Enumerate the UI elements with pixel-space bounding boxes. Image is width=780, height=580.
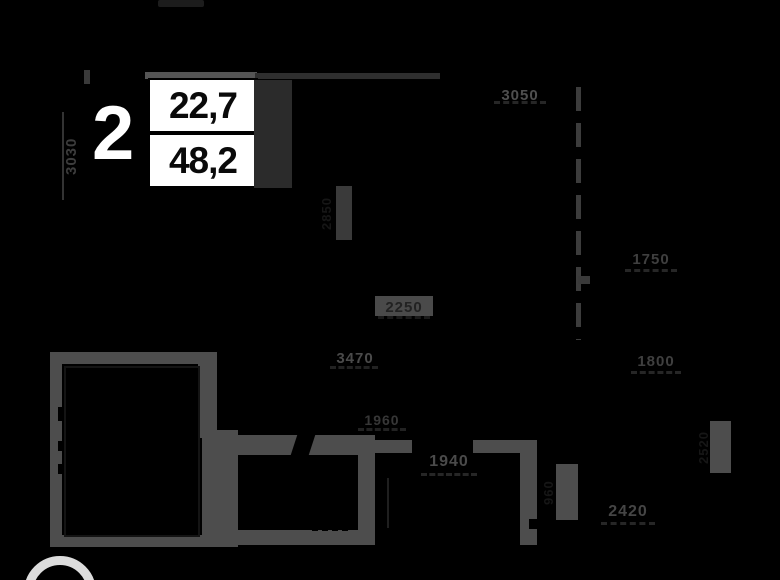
- dimension-band: 2250: [375, 296, 433, 316]
- dimension-label-hall-width: 2250: [385, 299, 423, 316]
- dimension-dash-right-upper: [625, 269, 677, 272]
- top-wall-corner-tick: [84, 70, 90, 84]
- hall-wall-segment-a: [375, 440, 412, 453]
- dimension-dash-right-lower: [631, 371, 681, 374]
- room-wall-left: [50, 352, 62, 547]
- bath-wall-top: [202, 435, 375, 455]
- dimension-dash-hall-length: [330, 366, 378, 369]
- cropped-top-label: [158, 0, 204, 7]
- dimension-extension-line: [387, 478, 389, 528]
- area-value-top: 22,7: [168, 84, 238, 126]
- duct-shaft: [556, 464, 578, 520]
- dashed-axis-line: [576, 87, 581, 340]
- dimension-dash-top: [494, 101, 546, 104]
- left-dimension-line: [62, 112, 64, 200]
- dimension-dash-bath-width: [358, 428, 406, 431]
- wall-socket-notch: [58, 407, 64, 421]
- dimension-label-hall-length: 3470: [336, 350, 374, 367]
- dimension-label-bath-width: 1960: [364, 412, 400, 428]
- dimension-label-right-edge-dark: 2520: [696, 431, 711, 465]
- top-wall-segment: [145, 72, 257, 79]
- hall-wall-vertical: [520, 440, 537, 545]
- dimension-label-left: 3030: [63, 137, 80, 175]
- room-wall-right: [198, 352, 217, 438]
- bath-wall-bottom: [202, 530, 375, 545]
- axis-tick: [578, 276, 590, 284]
- dimension-label-mid-wall-dark: 2850: [319, 197, 334, 231]
- room-wall-bottom: [50, 535, 215, 547]
- mid-wall-stub: [336, 186, 352, 240]
- hall-wall-notch: [529, 519, 537, 529]
- wall-socket-notch: [58, 441, 64, 451]
- room-wall-top: [50, 352, 217, 364]
- duct-shaft-right: [710, 421, 731, 473]
- wall-socket-notch: [58, 464, 64, 474]
- dimmed-wall-block: [254, 80, 292, 188]
- dimension-label-top: 3050: [501, 87, 539, 104]
- dimension-dash-hall-width: [378, 316, 430, 319]
- rooms-count-badge: 2: [92, 91, 135, 176]
- bath-wall-right: [358, 435, 375, 545]
- dimension-label-right-lower: 1800: [637, 353, 675, 370]
- area-value-bottom: 48,2: [168, 139, 238, 181]
- dimension-label-bottom-right: 2420: [608, 503, 648, 520]
- dimension-dash-door: [421, 473, 477, 476]
- dimension-label-right-upper: 1750: [632, 251, 670, 268]
- dimension-label-shaft-dark: 960: [541, 480, 556, 506]
- top-wall-segment-dim: [255, 73, 440, 79]
- area-box-divider: [150, 131, 256, 135]
- bath-vent-ticks: [312, 522, 348, 531]
- dimension-dash-bottom-right: [601, 522, 655, 525]
- area-box: 22,7 48,2: [148, 78, 258, 188]
- compass-circle: [24, 556, 96, 580]
- dimension-label-door: 1940: [429, 453, 469, 470]
- room-interior-outline: [64, 366, 200, 537]
